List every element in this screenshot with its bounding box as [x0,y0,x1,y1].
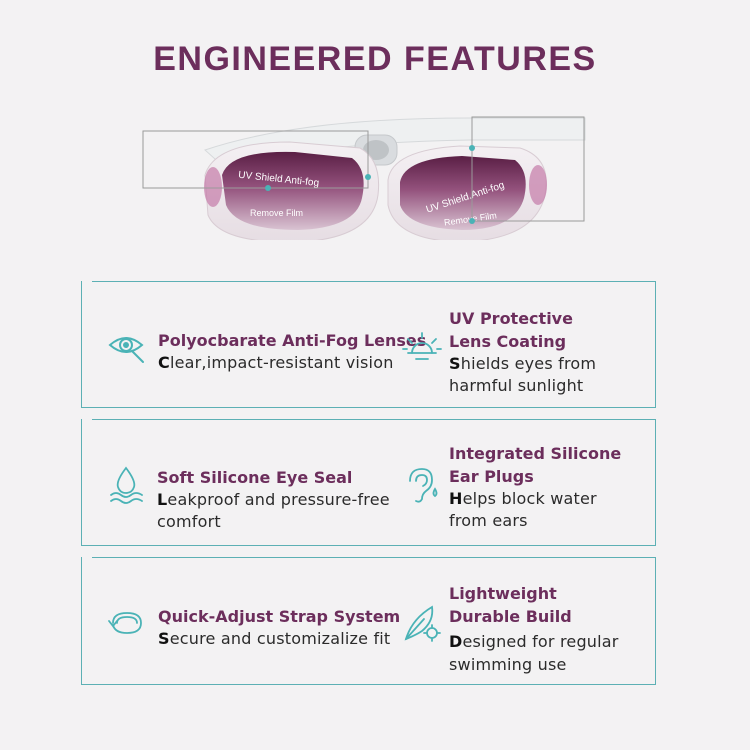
feature-title: Polyocbarate Anti-Fog Lenses [158,331,427,350]
feather-gear-icon [404,605,441,642]
feature-description: Designed for regular [449,632,619,651]
feature-description: Leakproof and pressure-free [157,490,390,509]
left-lens-print-bottom: Remove Film [250,208,303,218]
page-title: ENGINEERED FEATURES [153,40,597,78]
feature-title: Lightweight [449,584,557,603]
goggles-illustration: UV Shield Anti-fog Remove Film UV Shield… [142,116,586,240]
strap-loop-icon [108,612,142,634]
callout-box-left [142,130,369,189]
feature-description: Clear,impact-resistant vision [158,353,394,372]
feature-description: Shields eyes from [449,354,597,373]
sun-icon [402,332,442,360]
eye-icon [108,337,144,363]
right-lens [400,156,526,230]
feature-description: comfort [157,512,221,531]
feature-description: Secure and customizalize fit [158,629,391,648]
feature-title: Soft Silicone Eye Seal [157,468,353,487]
ear-icon [409,468,438,503]
callout-box-right [471,116,585,222]
feature-description: from ears [449,511,528,530]
feature-title: Integrated Silicone [449,444,622,463]
feature-title: UV Protective [449,309,573,328]
left-lens [222,151,364,230]
feature-title: Ear Plugs [449,467,534,486]
feature-description: Helps block water [449,489,597,508]
water-drop-icon [110,466,143,504]
feature-description: harmful sunlight [449,376,584,395]
feature-panel-3 [81,556,656,688]
feature-panel-1 [81,280,656,411]
feature-description: swimming use [449,655,567,674]
feature-title: Durable Build [449,607,572,626]
feature-title: Lens Coating [449,332,567,351]
feature-title: Quick-Adjust Strap System [158,607,401,626]
feature-panel-2 [81,418,656,549]
